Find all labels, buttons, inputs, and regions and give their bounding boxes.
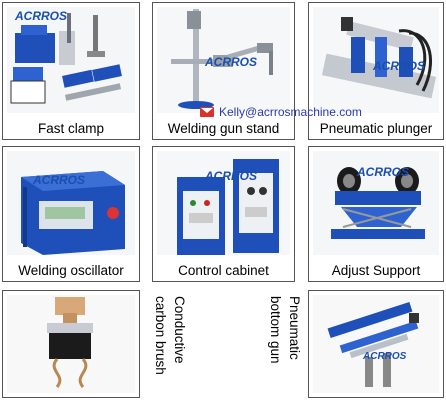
adjust-support-photo: ACRROS xyxy=(313,151,439,255)
pneumatic-bottom-gun-photo: ACRROS xyxy=(313,295,439,393)
product-card-fast-clamp[interactable]: ACRROS Fast clamp xyxy=(2,2,140,140)
brand-logo: ACRROS xyxy=(357,165,410,179)
product-caption-line-2: bottom gun xyxy=(268,296,283,364)
product-card-pneumatic-bottom-gun[interactable]: ACRROS xyxy=(308,290,444,398)
email-text: Kelly@acrrosmachine.com xyxy=(219,105,362,119)
welding-oscillator-photo: ACRROS xyxy=(7,151,135,255)
product-caption-line-1: Conductive xyxy=(172,296,187,364)
product-caption: Welding oscillator xyxy=(18,263,124,278)
product-caption: Fast clamp xyxy=(37,121,105,136)
product-caption: Pneumatic plunger xyxy=(319,121,433,136)
product-card-welding-oscillator[interactable]: ACRROS Welding oscillator xyxy=(2,146,140,282)
product-caption: Adjust Support xyxy=(331,263,421,278)
product-card-adjust-support[interactable]: ACRROS Adjust Support xyxy=(308,146,444,282)
product-caption: Welding gun stand xyxy=(167,121,280,136)
product-card-welding-gun-stand[interactable]: ACRROS Welding gun stand xyxy=(152,2,295,140)
product-caption-line-2: carbon brush xyxy=(153,296,168,375)
contact-email[interactable]: Kelly@acrrosmachine.com xyxy=(200,104,362,120)
product-caption: Control cabinet xyxy=(178,263,269,278)
pneumatic-plunger-photo: ACRROS xyxy=(313,7,439,113)
control-cabinet-photo: ACRROS xyxy=(157,151,290,255)
brand-logo: ACRROS xyxy=(205,169,258,183)
fast-clamp-photo: ACRROS xyxy=(7,7,135,113)
product-card-pneumatic-plunger[interactable]: ACRROS Pneumatic plunger xyxy=(308,2,444,140)
envelope-icon xyxy=(200,107,214,117)
conductive-carbon-brush-photo xyxy=(7,295,135,393)
brand-logo: ACRROS xyxy=(33,173,86,187)
product-card-conductive-carbon-brush[interactable] xyxy=(2,290,140,398)
welding-gun-stand-photo: ACRROS xyxy=(157,7,290,113)
brand-logo: ACRROS xyxy=(363,351,407,362)
brand-logo: ACRROS xyxy=(205,55,258,69)
product-caption-line-1: Pneumatic xyxy=(287,296,302,360)
brand-logo: ACRROS xyxy=(373,59,426,73)
product-card-control-cabinet[interactable]: ACRROS Control cabinet xyxy=(152,146,295,282)
brand-logo: ACRROS xyxy=(15,9,68,23)
